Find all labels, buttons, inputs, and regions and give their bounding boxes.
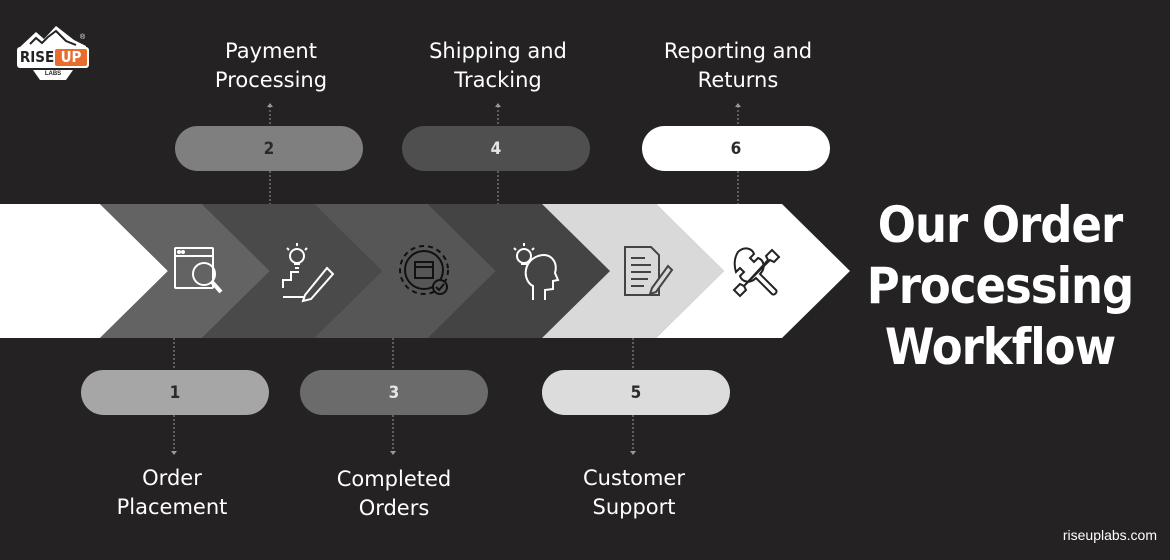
- step-3-label-line-2: Orders: [358, 496, 430, 520]
- arrowhead-4: [495, 103, 501, 107]
- step-1-label-line-2: Placement: [116, 495, 228, 519]
- page-title: Our Order Processing Workflow: [860, 195, 1140, 378]
- step-5-pill: 5: [542, 370, 730, 415]
- gear-box-check-icon: [399, 245, 449, 295]
- arrowhead-5: [630, 451, 636, 455]
- website-link[interactable]: riseuplabs.com: [1062, 527, 1157, 543]
- step-4-label: Shipping and Tracking: [388, 37, 608, 95]
- logo-wordmark: RISE UP LABS ®: [17, 34, 89, 77]
- step-5-label-line-2: Support: [592, 495, 676, 519]
- step-1-label: Order Placement: [62, 464, 282, 522]
- step-3-pill: 3: [300, 370, 488, 415]
- step-2-pill: 2: [175, 126, 363, 171]
- tools-icon: [732, 247, 781, 298]
- step-1-pill: 1: [81, 370, 269, 415]
- step-4-pill: 4: [402, 126, 590, 171]
- step-4-label-line-2: Tracking: [454, 68, 542, 92]
- step-6-pill: 6: [642, 126, 830, 171]
- arrowhead-3: [390, 451, 396, 455]
- chevron-step-1: [100, 204, 270, 338]
- step-2-label: Payment Processing: [161, 37, 381, 95]
- logo-word-up: UP: [60, 48, 82, 66]
- step-3-label: Completed Orders: [284, 465, 504, 523]
- step-5-label-line-1: Customer: [582, 466, 685, 490]
- step-2-label-line-2: Processing: [214, 68, 328, 92]
- step-5-number: 5: [630, 382, 642, 403]
- arrowhead-2: [267, 103, 273, 107]
- arrowhead-1: [171, 451, 177, 455]
- title-line-1: Our Order: [877, 196, 1123, 254]
- logo-word-rise: RISE: [19, 48, 55, 66]
- step-6-number: 6: [730, 138, 742, 159]
- idea-pencil-icon: [282, 243, 335, 303]
- step-3-number: 3: [388, 382, 400, 403]
- chevron-step-6: [656, 204, 850, 338]
- step-2-number: 2: [263, 138, 275, 159]
- step-3-label-line-1: Completed: [336, 467, 452, 491]
- step-1-number: 1: [169, 382, 181, 403]
- step-5-label: Customer Support: [524, 464, 744, 522]
- step-6-label: Reporting and Returns: [628, 37, 848, 95]
- arrowhead-6: [735, 103, 741, 107]
- step-1-label-line-1: Order: [142, 466, 202, 490]
- step-4-label-line-1: Shipping and: [429, 39, 567, 63]
- title-line-2: Processing: [866, 257, 1134, 315]
- title-line-3: Workflow: [884, 318, 1116, 376]
- chevron-step-4: [428, 204, 610, 338]
- step-4-number: 4: [490, 138, 502, 159]
- idea-head-icon: [513, 243, 560, 300]
- step-6-label-line-2: Returns: [697, 68, 779, 92]
- step-6-label-line-1: Reporting and: [663, 39, 813, 63]
- logo: [17, 26, 89, 80]
- logo-word-labs: LABS: [44, 71, 62, 77]
- step-2-label-line-1: Payment: [225, 39, 317, 63]
- browser-search-icon: [174, 247, 223, 294]
- document-pencil-icon: [624, 246, 674, 296]
- chevron-start: [0, 204, 168, 338]
- logo-registered-mark: ®: [80, 34, 86, 41]
